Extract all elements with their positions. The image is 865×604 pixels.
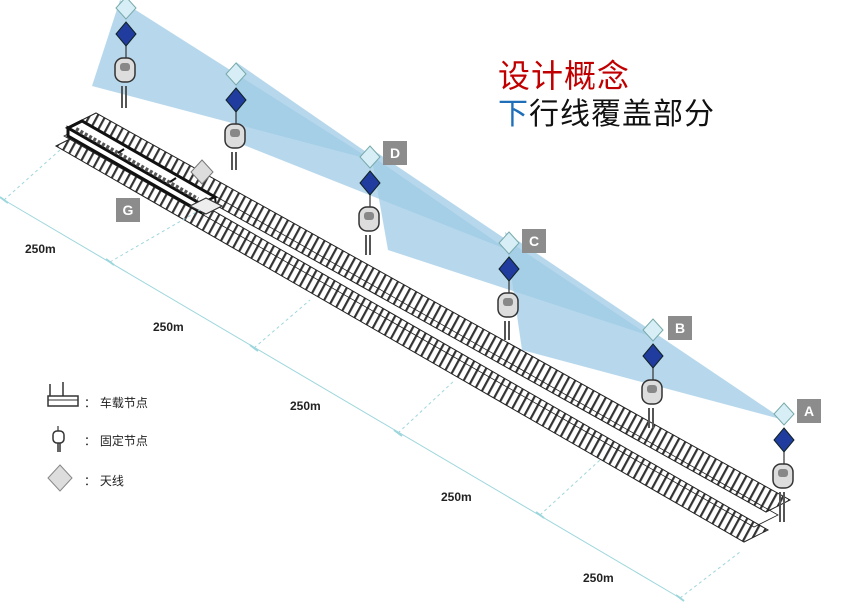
title-line2-highlight: 下 (498, 97, 529, 132)
antenna-icon (47, 464, 73, 492)
extension-line (679, 551, 741, 599)
page-title: 设计概念 下行线覆盖部分 (498, 60, 715, 130)
distance-label-5: 250m (583, 571, 614, 585)
track-upper (70, 112, 792, 513)
antenna-icon (498, 231, 520, 255)
distance-label-2: 250m (153, 320, 184, 334)
distance-dimension-lines (0, 149, 741, 602)
station-label-b: B (668, 316, 692, 340)
train-vehicle-node-icon (188, 197, 224, 215)
antenna-active-icon (225, 87, 247, 113)
fixed-node-icon (52, 426, 65, 452)
distance-label-1: 250m (25, 242, 56, 256)
fixed-node-poles (114, 0, 795, 522)
fixed-node-pole (641, 318, 664, 428)
extension-line (539, 459, 601, 516)
fixed-node-pole (224, 62, 247, 170)
title-line2-rest: 行线覆盖部分 (529, 97, 715, 132)
title-line2: 下行线覆盖部分 (498, 100, 715, 130)
antenna-icon (115, 0, 137, 20)
antenna-active-icon (359, 170, 381, 196)
distance-label-3: 250m (290, 399, 321, 413)
antenna-active-icon (642, 343, 664, 369)
distance-label-4: 250m (441, 490, 472, 504)
legend-label-antenna: ： 天线 (84, 474, 124, 488)
coverage-beam (505, 232, 784, 420)
train-label-g: G (116, 198, 140, 222)
station-label-d: D (383, 141, 407, 165)
fixed-node-pole (772, 402, 795, 522)
train (64, 119, 224, 215)
extension-line (253, 299, 311, 349)
title-line1: 设计概念 (498, 57, 631, 95)
railway-tracks (54, 112, 792, 543)
station-label-a: A (797, 399, 821, 423)
fixed-node-pole (497, 231, 520, 340)
fixed-node-pole (114, 0, 137, 108)
legend (47, 382, 79, 492)
legend-label-fixed-node: ： 固定节点 (84, 434, 148, 448)
antenna-icon (359, 145, 381, 169)
antenna-active-icon (498, 256, 520, 282)
station-label-c: C (522, 229, 546, 253)
antenna-active-icon (773, 427, 795, 453)
antenna-icon (642, 318, 664, 342)
extension-line (397, 379, 456, 434)
antenna-icon (225, 62, 247, 86)
fixed-node-pole (358, 145, 381, 255)
antenna-icon (773, 402, 795, 426)
vehicle-node-icon (47, 382, 79, 407)
legend-label-vehicle-node: ： 车载节点 (84, 396, 148, 410)
extension-line (109, 209, 201, 263)
train-antenna-icon (190, 159, 214, 185)
extension-line (3, 149, 61, 201)
antenna-active-icon (115, 21, 137, 47)
